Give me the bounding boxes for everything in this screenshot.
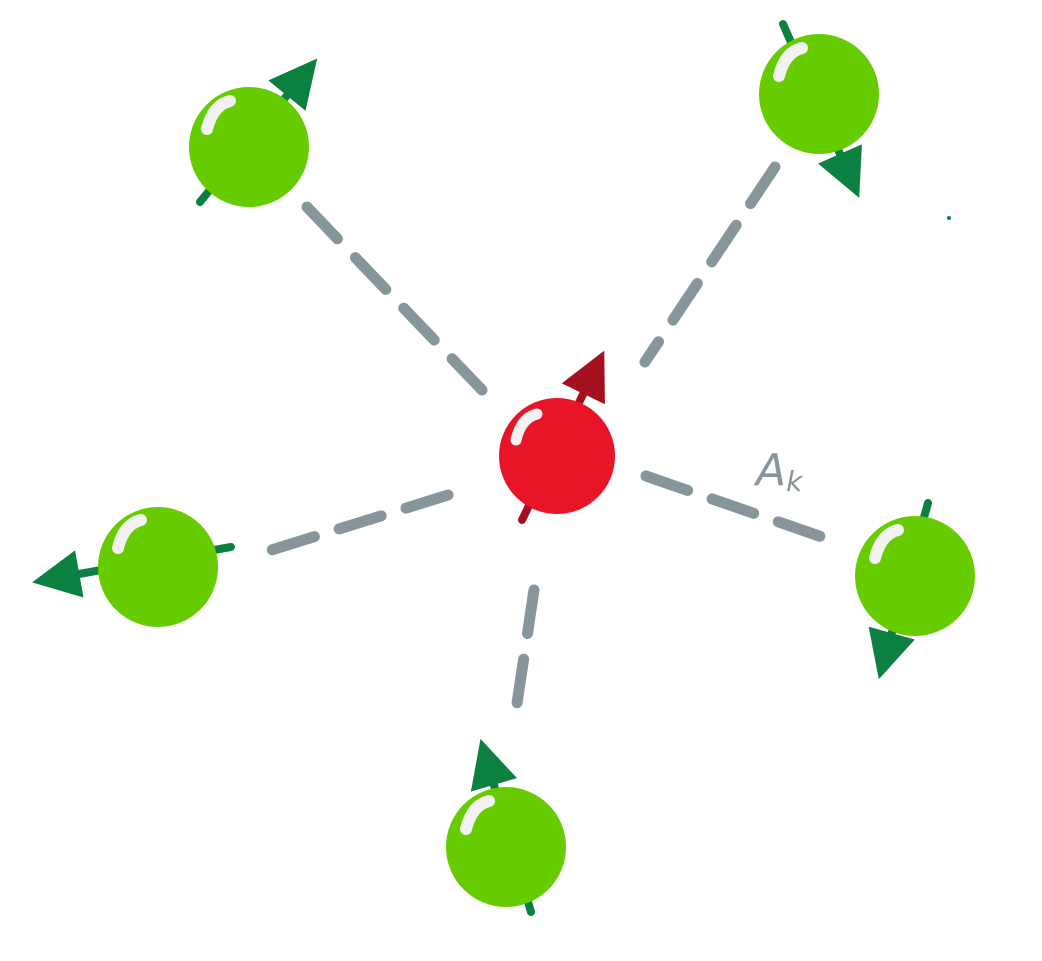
central-spin	[499, 350, 615, 524]
coupling-line-left	[256, 489, 454, 559]
coupling-lines	[256, 161, 828, 716]
coupling-constant-label: Ak	[753, 445, 804, 498]
sphere-highlight	[112, 514, 147, 554]
bath-spin-top-left	[189, 58, 318, 207]
bath-spin-bottom	[446, 738, 566, 916]
green-sphere-icon	[759, 34, 879, 154]
sphere-highlight	[460, 795, 495, 835]
sphere-highlight	[773, 42, 808, 82]
coupling-line-right	[640, 470, 828, 543]
red-sphere-icon	[499, 398, 615, 514]
coupling-line-bottom	[510, 584, 540, 716]
bath-spin-left	[32, 507, 235, 627]
coupling-line-top-left	[301, 201, 488, 396]
green-sphere-icon	[189, 87, 309, 207]
coupling-label-main: A	[753, 445, 786, 496]
stray-dot	[947, 216, 951, 220]
sphere-highlight	[201, 95, 236, 135]
green-sphere-icon	[855, 516, 975, 636]
bath-spin-top-right	[759, 20, 879, 198]
bath-spin-right	[855, 499, 975, 680]
coupling-label-subscript: k	[786, 465, 804, 498]
coupling-line-top-right	[639, 161, 781, 368]
green-sphere-icon	[446, 787, 566, 907]
sphere-highlight	[869, 524, 904, 564]
sphere-highlight	[510, 408, 543, 446]
green-sphere-icon	[98, 507, 218, 627]
